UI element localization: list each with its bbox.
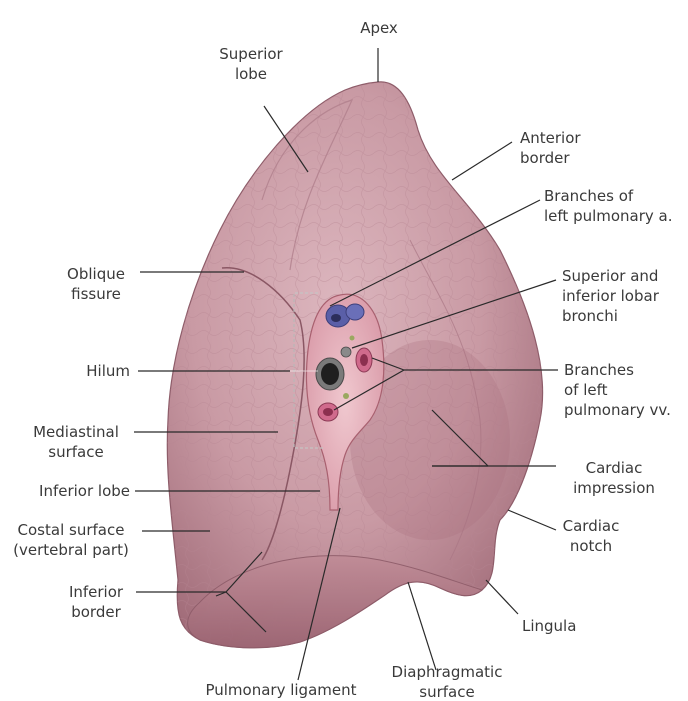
label-lingula: Lingula [522, 617, 577, 635]
label-cardiac-notch: Cardiac notch [562, 517, 620, 555]
label-branches-pulmonary-vv: Branches of left pulmonary vv. [564, 361, 671, 419]
label-mediastinal-surface: Mediastinal surface [33, 423, 119, 461]
label-costal-surface: Costal surface (vertebral part) [13, 521, 129, 559]
diaphragmatic-base [187, 555, 484, 649]
label-hilum: Hilum [86, 362, 130, 380]
label-pulmonary-ligament: Pulmonary ligament [205, 681, 357, 699]
pulmonary-artery-branch-2 [345, 303, 365, 321]
label-diaphragmatic-surface: Diaphragmatic surface [391, 663, 503, 701]
label-branches-pulmonary-a: Branches of left pulmonary a. [544, 187, 673, 225]
label-superior-inferior-lobar-bronchi: Superior and inferior lobar bronchi [562, 267, 659, 325]
label-anterior-border: Anterior border [520, 129, 581, 167]
label-cardiac-impression: Cardiac impression [573, 459, 655, 497]
label-apex: Apex [360, 19, 398, 37]
label-inferior-lobe: Inferior lobe [39, 482, 130, 500]
label-inferior-border: Inferior border [68, 583, 124, 621]
oblique-fissure-line [221, 267, 305, 561]
label-superior-lobe: Superior lobe [219, 45, 283, 83]
label-oblique-fissure: Oblique fissure [67, 265, 125, 303]
leader-lines [134, 48, 558, 681]
cardiac-impression-area [350, 340, 510, 540]
